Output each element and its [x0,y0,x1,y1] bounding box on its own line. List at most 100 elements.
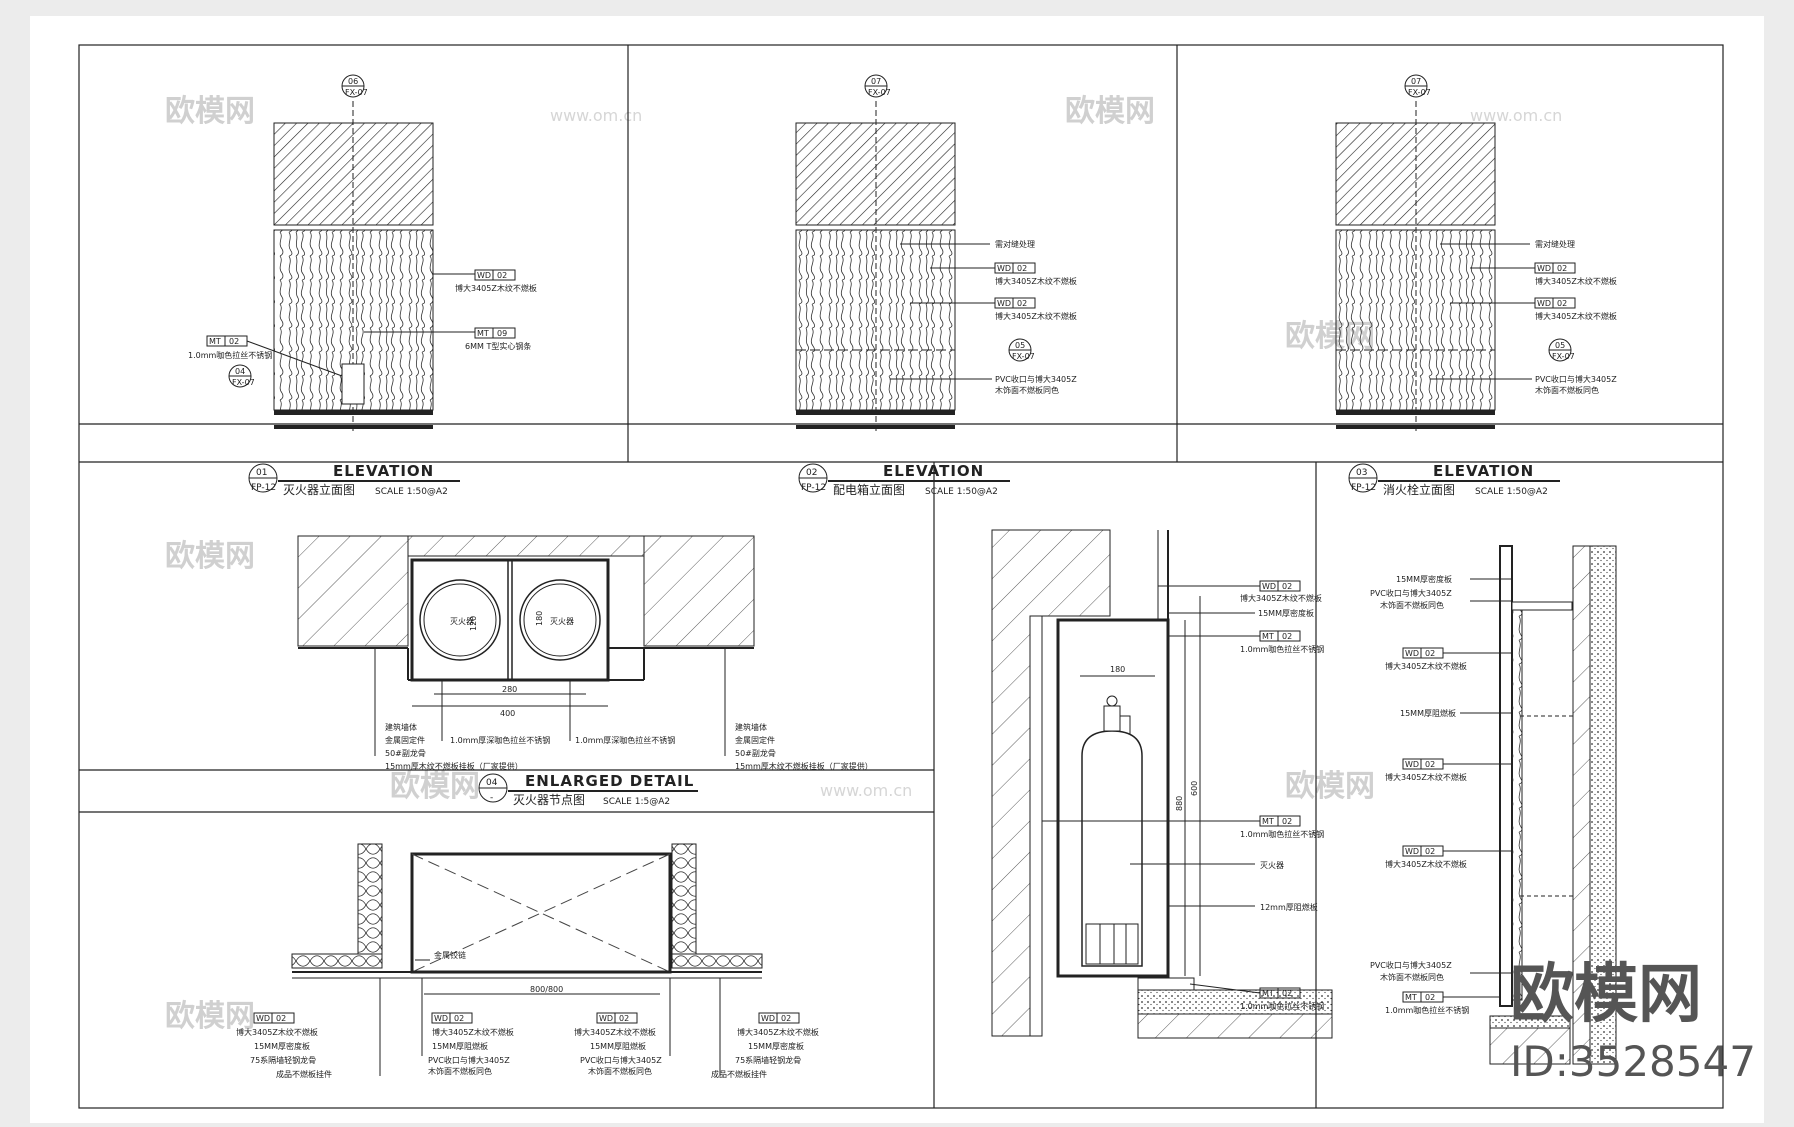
svg-text:01: 01 [256,468,267,478]
svg-text:博大3405Z木纹不燃板: 博大3405Z木纹不燃板 [1535,276,1617,286]
svg-text:02: 02 [1557,299,1567,308]
svg-text:ELEVATION: ELEVATION [883,462,984,480]
svg-text:180: 180 [1110,665,1125,674]
svg-text:SCALE 1:50@A2: SCALE 1:50@A2 [1475,487,1548,497]
svg-text:灭火器: 灭火器 [550,617,574,626]
watermark-url: www.om.cn [550,106,642,125]
svg-text:建筑墙体: 建筑墙体 [385,722,417,732]
svg-text:WD: WD [256,1014,270,1023]
svg-text:SCALE 1:50@A2: SCALE 1:50@A2 [375,487,448,497]
watermark-logo: 欧模网 [165,539,255,574]
svg-text:消火栓立面图: 消火栓立面图 [1383,482,1455,497]
svg-text:博大3405Z木纹不燃板: 博大3405Z木纹不燃板 [1385,661,1467,671]
svg-text:SCALE 1:5@A2: SCALE 1:5@A2 [603,797,670,807]
svg-text:800/800: 800/800 [530,985,563,994]
svg-text:MT: MT [1262,817,1274,826]
svg-text:灭火器立面图: 灭火器立面图 [283,482,355,497]
svg-text:WD: WD [997,299,1011,308]
svg-text:07: 07 [1411,77,1421,86]
watermark-url: www.om.cn [820,781,912,800]
svg-text:02: 02 [454,1014,464,1023]
svg-text:配电箱立面图: 配电箱立面图 [833,482,905,497]
svg-text:博大3405Z木纹不燃板: 博大3405Z木纹不燃板 [1240,593,1322,603]
svg-text:02: 02 [1017,299,1027,308]
svg-text:WD: WD [997,264,1011,273]
svg-text:PVC收口与博大3405Z: PVC收口与博大3405Z [1535,374,1617,384]
svg-text:木饰面不燃板同色: 木饰面不燃板同色 [428,1066,492,1076]
svg-text:金属固定件: 金属固定件 [385,735,425,745]
watermark-id: ID:3528547 [1510,1037,1756,1086]
svg-text:WD: WD [761,1014,775,1023]
svg-text:木饰面不燃板同色: 木饰面不燃板同色 [1380,600,1444,610]
svg-text:02: 02 [1282,582,1292,591]
svg-text:木饰面不燃板同色: 木饰面不燃板同色 [995,385,1059,395]
svg-text:400: 400 [500,709,515,718]
svg-text:02: 02 [1017,264,1027,273]
svg-text:1.0mm咖色拉丝不锈钢: 1.0mm咖色拉丝不锈钢 [1240,1001,1324,1011]
svg-text:PVC收口与博大3405Z: PVC收口与博大3405Z [995,374,1077,384]
svg-text:FX-07: FX-07 [1552,352,1575,361]
svg-text:博大3405Z木纹不燃板: 博大3405Z木纹不燃板 [995,311,1077,321]
svg-text:成品不燃板挂件: 成品不燃板挂件 [276,1069,332,1079]
svg-text:02: 02 [1425,760,1435,769]
svg-text:1.0mm咖色拉丝不锈钢: 1.0mm咖色拉丝不锈钢 [1240,829,1324,839]
svg-text:FX-07: FX-07 [868,88,891,97]
svg-text:15MM厚密度板: 15MM厚密度板 [254,1041,310,1051]
svg-text:02: 02 [229,337,239,346]
svg-text:02: 02 [1425,993,1435,1002]
svg-text:15MM厚密度板: 15MM厚密度板 [748,1041,804,1051]
marker-sheet: FX-07 [232,378,255,387]
svg-text:PVC收口与博大3405Z: PVC收口与博大3405Z [1370,960,1452,970]
callout: WD 02 [758,1012,800,1024]
svg-text:15mm厚木纹不燃板挂板（厂家提供）: 15mm厚木纹不燃板挂板（厂家提供） [735,761,873,771]
svg-text:MT: MT [209,337,221,346]
svg-text:MT: MT [1262,632,1274,641]
watermark-logo: 欧模网 [1285,769,1375,804]
svg-text:-: - [490,793,493,803]
svg-text:02: 02 [1282,632,1292,641]
svg-text:FP-12: FP-12 [1351,483,1376,493]
svg-text:05: 05 [1015,341,1025,350]
svg-text:1.0mm咖色拉丝不锈钢: 1.0mm咖色拉丝不锈钢 [1385,1005,1469,1015]
svg-text:600: 600 [1190,781,1199,796]
svg-text:WD: WD [477,271,491,280]
svg-text:灭火器: 灭火器 [450,617,474,626]
svg-text:木饰面不燃板同色: 木饰面不燃板同色 [1535,385,1599,395]
svg-text:15MM厚阻燃板: 15MM厚阻燃板 [432,1041,488,1051]
svg-text:02: 02 [619,1014,629,1023]
svg-text:280: 280 [502,685,517,694]
svg-text:15MM厚密度板: 15MM厚密度板 [1258,608,1314,618]
svg-text:880: 880 [1175,796,1184,811]
svg-text:1.0mm咖色拉丝不锈钢: 1.0mm咖色拉丝不锈钢 [188,350,272,360]
svg-text:75系隔墙轻钢龙骨: 75系隔墙轻钢龙骨 [735,1055,801,1065]
svg-text:需对缝处理: 需对缝处理 [995,239,1035,249]
svg-text:ELEVATION: ELEVATION [1433,462,1534,480]
svg-text:MT: MT [1262,989,1274,998]
svg-text:博大3405Z木纹不燃板: 博大3405Z木纹不燃板 [455,283,537,293]
svg-text:02: 02 [781,1014,791,1023]
svg-text:50#副龙骨: 50#副龙骨 [735,748,776,758]
svg-text:FX-07: FX-07 [1408,88,1431,97]
callout: WD 02 博大3405Z木纹不燃板 [910,297,1077,321]
svg-text:05: 05 [1555,341,1565,350]
watermarks: 欧模网 www.om.cn 欧模网 www.om.cn 欧模网 欧模网 欧模网 … [165,94,1562,1034]
svg-text:博大3405Z木纹不燃板: 博大3405Z木纹不燃板 [236,1027,318,1037]
svg-text:PVC收口与博大3405Z: PVC收口与博大3405Z [1370,588,1452,598]
svg-text:07: 07 [871,77,881,86]
watermark-logo: 欧模网 [1065,94,1155,129]
svg-text:SCALE 1:50@A2: SCALE 1:50@A2 [925,487,998,497]
svg-text:6MM T型实心钢条: 6MM T型实心钢条 [465,341,531,351]
marker-sheet: FX-07 [345,88,368,97]
marker-num: 06 [348,77,358,86]
svg-text:12mm厚阻燃板: 12mm厚阻燃板 [1260,902,1318,912]
svg-text:MT: MT [1405,993,1417,1002]
